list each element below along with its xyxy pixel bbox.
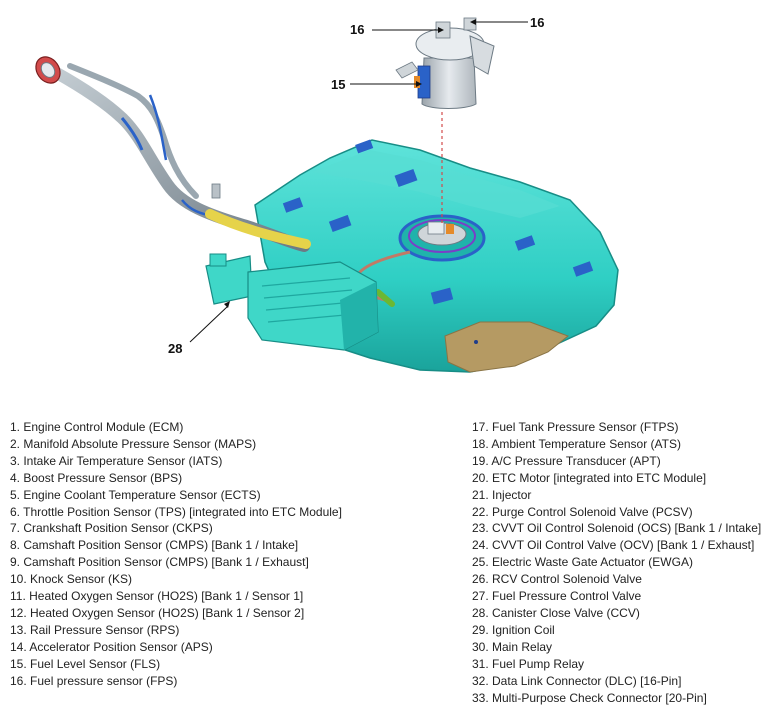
legend-item: 13. Rail Pressure Sensor (RPS) xyxy=(10,622,180,637)
legend-item: 20. ETC Motor [integrated into ETC Modul… xyxy=(472,470,707,485)
legend-item: 32. Data Link Connector (DLC) [16-Pin] xyxy=(472,673,682,688)
legend-item: 11. Heated Oxygen Sensor (HO2S) [Bank 1 … xyxy=(10,589,304,604)
legend-right-column: 17. Fuel Tank Pressure Sensor (FTPS) 18. … xyxy=(472,419,767,706)
legend-item: 24. CVVT Oil Control Valve (OCV) [Bank 1… xyxy=(472,538,755,553)
canister-assembly xyxy=(205,253,379,351)
legend-left-column: 1. Engine Control Module (ECM) 2. Manifol… xyxy=(10,419,460,690)
callout-leaders xyxy=(189,21,528,343)
legend-item: 23. CVVT Oil Control Solenoid (OCS) [Ban… xyxy=(472,521,762,536)
legend-item: 7. Crankshaft Position Sensor (CKPS) xyxy=(10,521,213,536)
callout-28: 28 xyxy=(168,341,182,356)
callout-16-right: 16 xyxy=(530,15,544,30)
legend-item: 4. Boost Pressure Sensor (BPS) xyxy=(10,470,183,485)
callout-15: 15 xyxy=(331,77,345,92)
legend-item: 29. Ignition Coil xyxy=(472,622,555,637)
legend-item: 10. Knock Sensor (KS) xyxy=(10,572,133,587)
fuel-pump-module xyxy=(395,17,495,226)
legend-item: 33. Multi-Purpose Check Connector [20-Pi… xyxy=(472,690,707,705)
legend-item: 28. Canister Close Valve (CCV) xyxy=(472,605,640,620)
callout-16-left: 16 xyxy=(350,22,364,37)
legend-item: 14. Accelerator Position Sensor (APS) xyxy=(10,639,213,654)
legend-item: 1. Engine Control Module (ECM) xyxy=(10,420,184,434)
legend-item: 9. Camshaft Position Sensor (CMPS) [Bank… xyxy=(10,555,309,570)
legend-item: 2. Manifold Absolute Pressure Sensor (MA… xyxy=(10,436,257,451)
heat-shield xyxy=(444,321,570,373)
legend-item: 6. Throttle Position Sensor (TPS) [integ… xyxy=(10,504,342,519)
legend-item: 17. Fuel Tank Pressure Sensor (FTPS) xyxy=(472,420,679,434)
legend-item: 18. Ambient Temperature Sensor (ATS) xyxy=(472,436,681,451)
legend-item: 16. Fuel pressure sensor (FPS) xyxy=(10,673,178,688)
legend-item: 30. Main Relay xyxy=(472,639,553,654)
legend-item: 25. Electric Waste Gate Actuator (EWGA) xyxy=(472,555,693,570)
legend-item: 31. Fuel Pump Relay xyxy=(472,656,585,671)
legend-item: 5. Engine Coolant Temperature Sensor (EC… xyxy=(10,487,261,502)
legend-item: 19. A/C Pressure Transducer (APT) xyxy=(472,453,661,468)
legend-item: 3. Intake Air Temperature Sensor (IATS) xyxy=(10,453,223,468)
fuel-system-diagram: 16 16 15 28 xyxy=(35,15,619,373)
legend-item: 27. Fuel Pressure Control Valve xyxy=(472,589,642,604)
legend-item: 8. Camshaft Position Sensor (CMPS) [Bank… xyxy=(10,538,299,553)
legend-item: 26. RCV Control Solenoid Valve xyxy=(472,572,642,587)
legend-item: 21. Injector xyxy=(472,487,532,502)
legend-item: 15. Fuel Level Sensor (FLS) xyxy=(10,656,161,671)
legend-item: 22. Purge Control Solenoid Valve (PCSV) xyxy=(472,504,693,519)
fuel-filler-pipe xyxy=(35,56,311,252)
legend-item: 12. Heated Oxygen Sensor (HO2S) [Bank 1 … xyxy=(10,605,305,620)
